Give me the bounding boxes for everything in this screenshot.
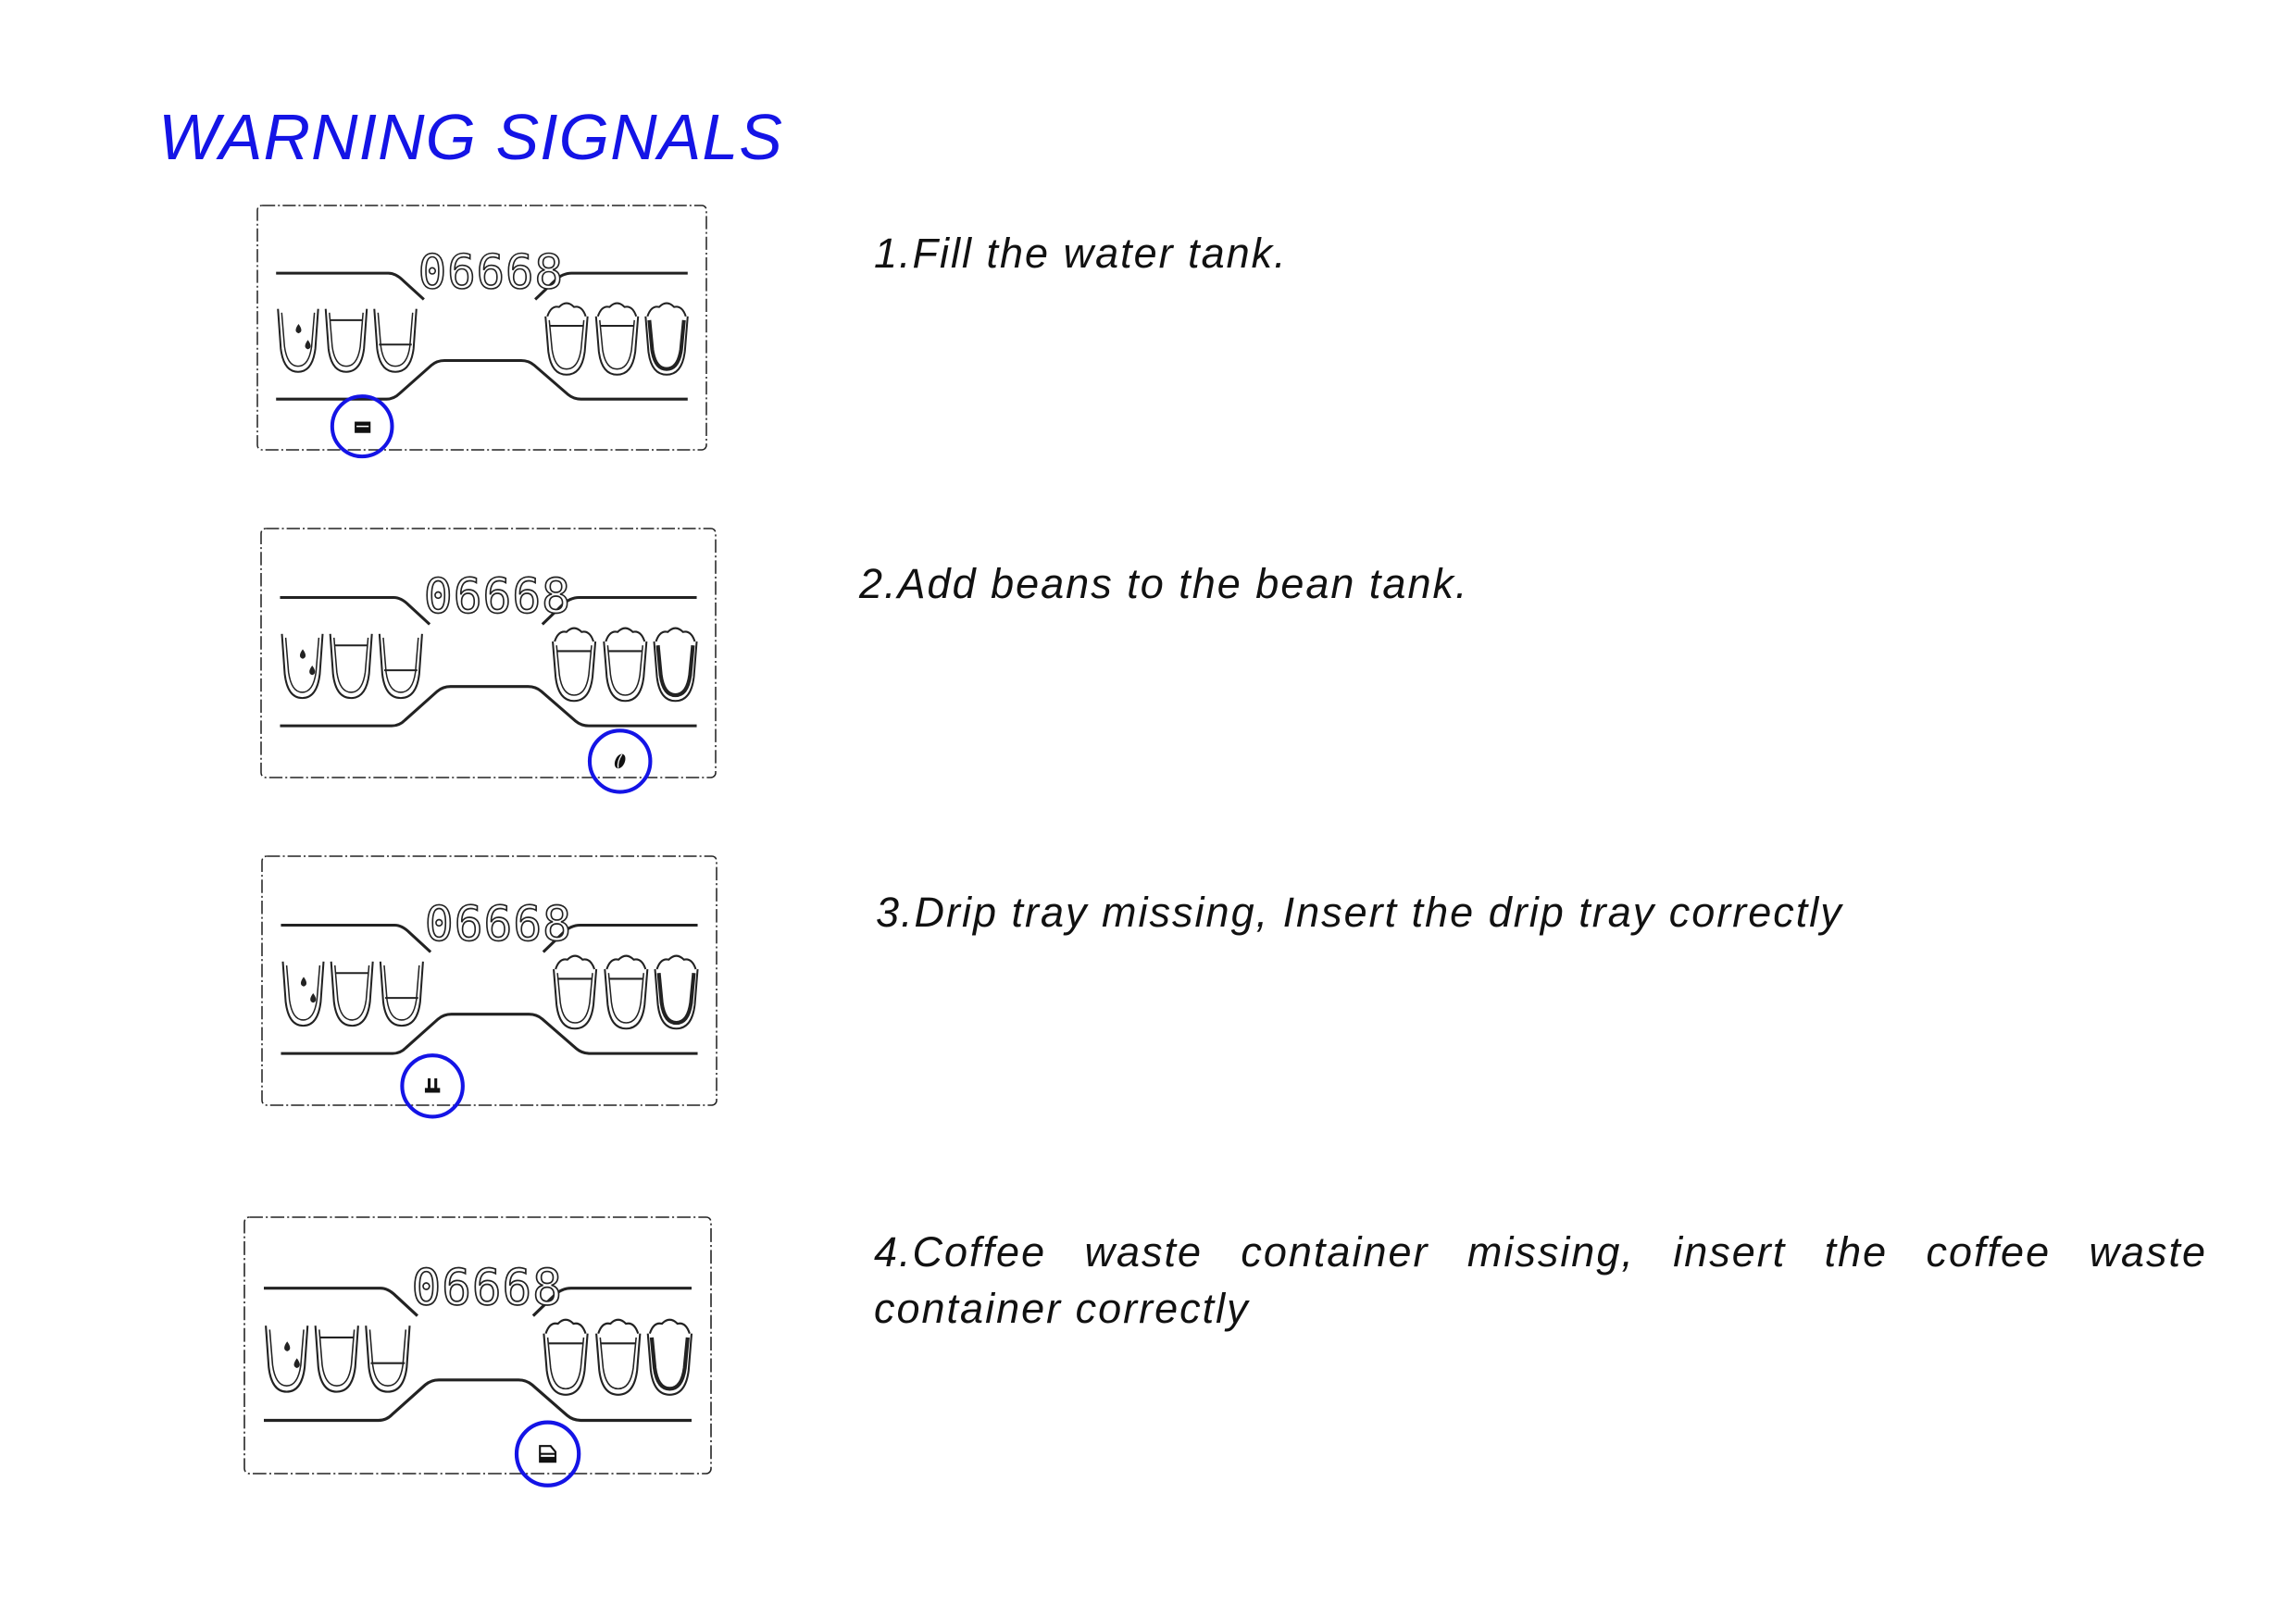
lcd-panel-beans: 06668 [260, 528, 717, 794]
highlight-circle [400, 1053, 465, 1119]
coffee-bean-icon [614, 753, 626, 769]
lcd-divider-bottom [280, 685, 697, 728]
lcd-border [261, 855, 718, 1106]
waste-container-icon [539, 1445, 557, 1463]
lcd-divider-top-left [264, 1287, 418, 1317]
lcd-border [256, 205, 707, 451]
warning-text-drip-tray: 3.Drip tray missing, Insert the drip tra… [876, 889, 1843, 936]
warning-text-waste: 4.Coffee waste container missing, insert… [874, 1228, 2207, 1332]
lcd-border [243, 1216, 712, 1475]
lcd-panel-drip-tray: 06668 [261, 855, 718, 1119]
lcd-divider-top-right [534, 271, 688, 301]
espresso-cups-icon [281, 961, 424, 1027]
lcd-counter-digits: 06668 [412, 1259, 563, 1315]
lcd-divider-top-left [276, 271, 425, 301]
warning-text-water: 1.Fill the water tank. [874, 230, 1288, 277]
espresso-cups-icon [281, 633, 423, 700]
milk-cups-icon [552, 627, 698, 703]
highlight-circle [330, 394, 394, 459]
lcd-counter-digits: 06668 [418, 244, 564, 299]
espresso-cups-icon [277, 308, 418, 373]
lcd-panel-water: 06668 [256, 205, 707, 459]
milk-cups-icon [543, 1318, 693, 1396]
page-title: WARNING SIGNALS [158, 101, 783, 173]
lcd-divider-top-right [541, 595, 697, 626]
warning-text-beans: 2.Add beans to the bean tank. [859, 560, 1469, 607]
water-tank-icon [355, 421, 371, 433]
lcd-border [260, 528, 717, 778]
milk-cups-icon [553, 954, 699, 1030]
lcd-divider-top-right [531, 1287, 692, 1317]
lcd-panel-waste: 06668 [243, 1216, 712, 1487]
highlight-circle [587, 728, 653, 794]
lcd-divider-bottom [276, 359, 688, 401]
lcd-divider-bottom [264, 1378, 692, 1423]
drip-tray-icon [424, 1078, 441, 1093]
lcd-divider-top-left [281, 923, 432, 953]
lcd-divider-top-right [542, 923, 698, 953]
espresso-cups-icon [265, 1326, 411, 1393]
lcd-divider-top-left [280, 595, 431, 626]
lcd-divider-bottom [281, 1013, 698, 1055]
milk-cups-icon [544, 302, 689, 376]
lcd-counter-digits: 06668 [425, 897, 572, 952]
highlight-circle [514, 1420, 581, 1487]
lcd-counter-digits: 06668 [424, 569, 571, 625]
